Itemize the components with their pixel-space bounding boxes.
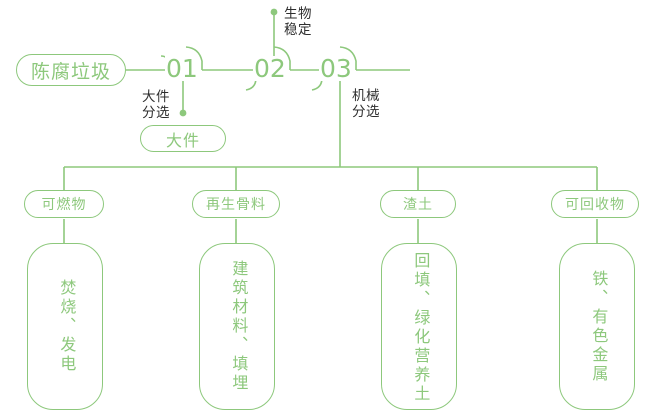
category-label-4: 可回收物 <box>565 196 625 212</box>
step-01-output-pill[interactable]: 大件 <box>140 125 226 152</box>
outcome-box-4[interactable]: 铁、有色金属 <box>559 243 635 410</box>
source-pill[interactable]: 陈腐垃圾 <box>16 54 126 86</box>
step-number-03[interactable]: 03 <box>319 54 353 83</box>
outcome-text-2: 建筑材料、填埋 <box>229 260 247 393</box>
category-pill-2[interactable]: 再生骨料 <box>192 190 280 218</box>
category-pill-4[interactable]: 可回收物 <box>551 190 639 218</box>
category-label-2: 再生骨料 <box>206 196 266 212</box>
outcome-box-3[interactable]: 回填、绿化营养土 <box>381 243 457 410</box>
dot-bulky-endpoint <box>179 109 187 117</box>
category-label-1: 可燃物 <box>41 196 87 212</box>
step-01-output-label: 大件 <box>165 132 200 150</box>
step-01-annotation: 大件 分选 <box>142 89 170 120</box>
category-pill-3[interactable]: 渣土 <box>380 190 456 218</box>
outcome-text-3: 回填、绿化营养土 <box>411 251 429 404</box>
dot-bio-endpoint <box>270 8 278 16</box>
category-label-3: 渣土 <box>403 196 433 212</box>
step-number-02[interactable]: 02 <box>253 54 287 83</box>
outcome-box-2[interactable]: 建筑材料、填埋 <box>199 243 275 410</box>
outcome-box-1[interactable]: 焚烧、发电 <box>27 243 103 410</box>
source-pill-label: 陈腐垃圾 <box>30 61 111 83</box>
outcome-text-4: 铁、有色金属 <box>589 269 607 384</box>
step-03-annotation: 机械 分选 <box>352 88 380 119</box>
category-pill-1[interactable]: 可燃物 <box>24 190 104 218</box>
outcome-text-1: 焚烧、发电 <box>57 279 75 374</box>
step-02-annotation: 生物 稳定 <box>284 6 312 37</box>
step-number-01[interactable]: 01 <box>165 54 199 83</box>
